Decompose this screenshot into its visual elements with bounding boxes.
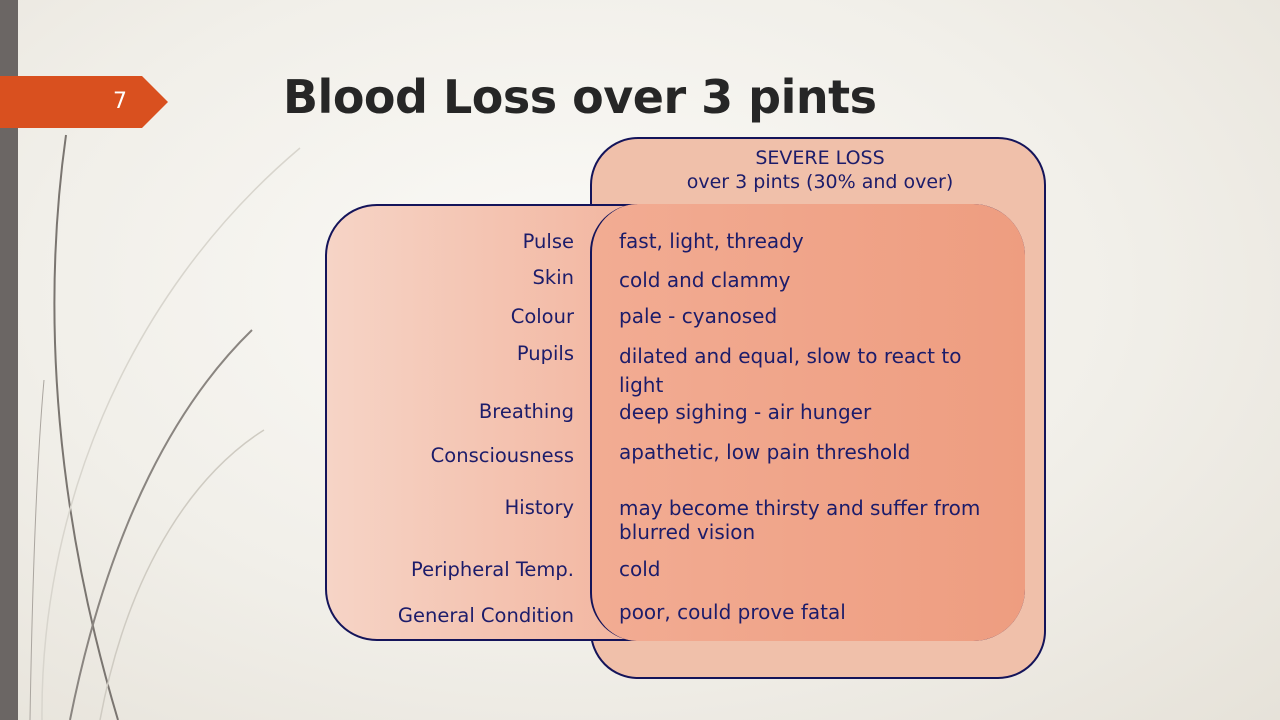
- header-line-2: over 3 pints (30% and over): [686, 171, 954, 193]
- label-consciousness: Consciousness: [430, 444, 574, 467]
- value-peripheral-temp: cold: [619, 557, 661, 581]
- severe-loss-header: SEVERE LOSS over 3 pints (30% and over): [592, 146, 1048, 194]
- slide-number-tab: [0, 76, 168, 128]
- value-pupils: dilated and equal, slow to react to ligh…: [619, 344, 962, 397]
- value-skin: cold and clammy: [619, 268, 791, 292]
- slide-title: Blood Loss over 3 pints: [283, 70, 877, 124]
- label-pupils: Pupils: [516, 342, 574, 365]
- label-general-condition: General Condition: [397, 604, 574, 627]
- label-skin: Skin: [532, 266, 574, 289]
- value-consciousness: apathetic, low pain threshold: [619, 440, 911, 464]
- left-edge-bar: [0, 0, 18, 720]
- overlap-region: [590, 204, 1025, 641]
- value-pulse: fast, light, thready: [619, 229, 804, 253]
- value-general-condition: poor, could prove fatal: [619, 600, 846, 624]
- label-history: History: [504, 496, 574, 519]
- value-breathing: deep sighing - air hunger: [619, 400, 872, 424]
- label-colour: Colour: [510, 305, 574, 328]
- label-breathing: Breathing: [478, 400, 574, 423]
- label-peripheral-temp: Peripheral Temp.: [411, 558, 574, 581]
- label-pulse: Pulse: [522, 230, 574, 253]
- value-colour: pale - cyanosed: [619, 304, 778, 328]
- slide-number: 7: [113, 89, 127, 114]
- value-history: may become thirsty and suffer from blurr…: [619, 496, 981, 544]
- header-line-1: SEVERE LOSS: [755, 147, 885, 169]
